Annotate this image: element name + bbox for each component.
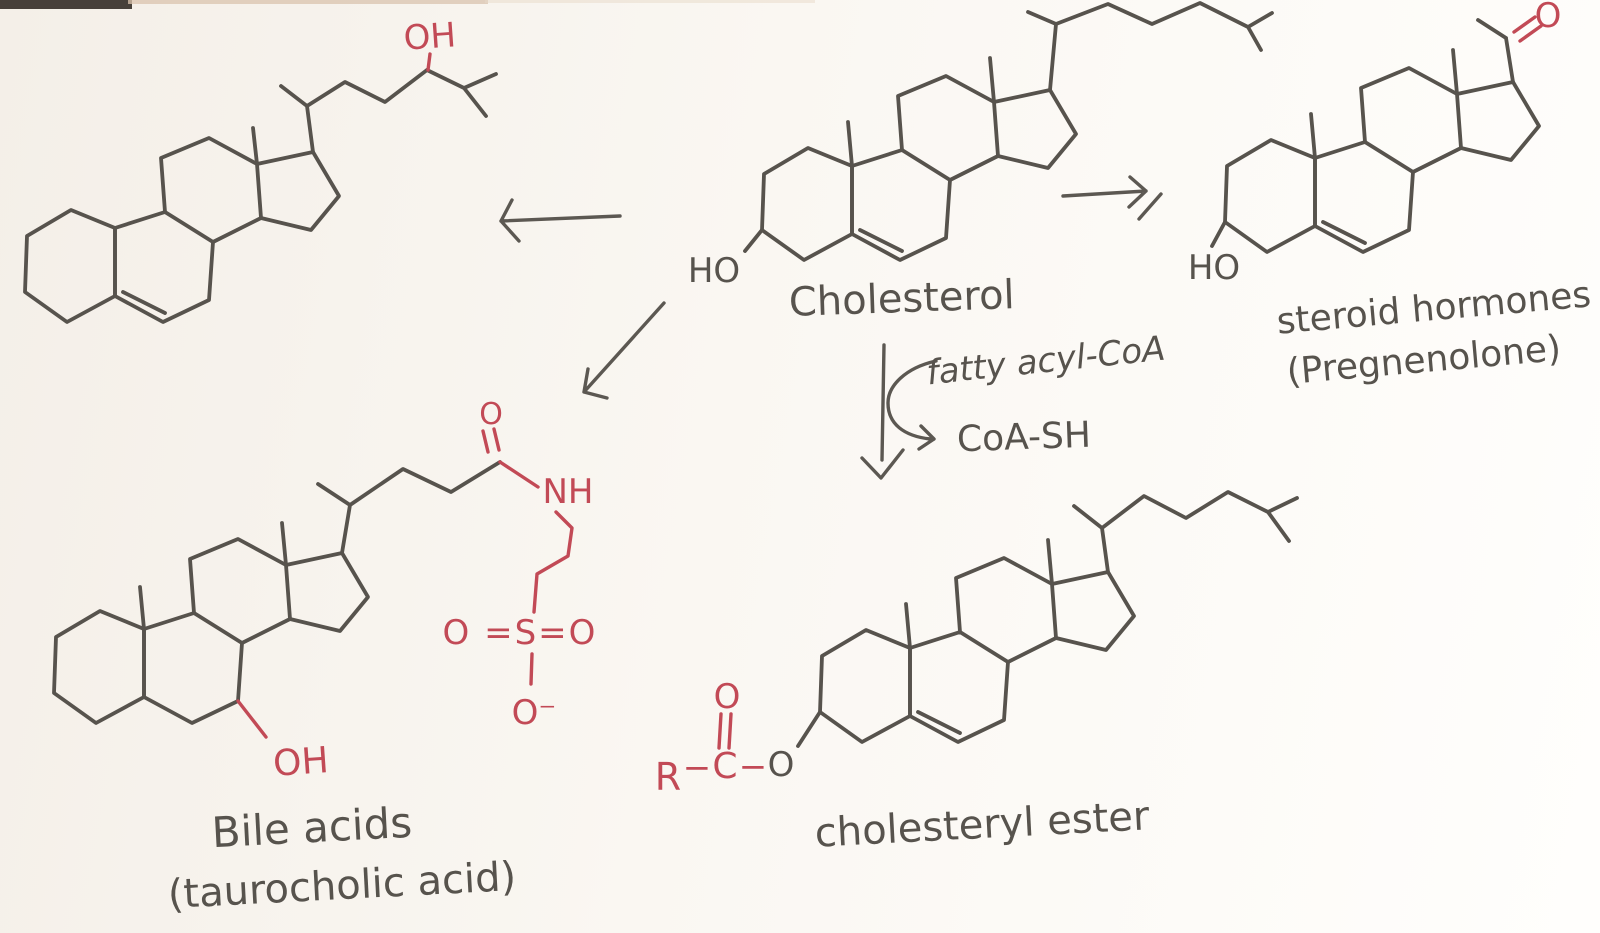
arrow-to-sterol-intermediate (499, 198, 622, 243)
nh-amide-label: NH (543, 472, 594, 512)
double-bond (916, 710, 962, 735)
structure-sterol-intermediate: OH (23, 15, 498, 324)
arrow-down (860, 343, 905, 480)
methyl-groups (138, 521, 288, 631)
arrow-to-cholesteryl-ester: fatty acyl-CoA CoA-SH (860, 329, 1167, 480)
coa-sh-label: CoA-SH (956, 415, 1091, 461)
ester-bond-dash-2: − (739, 747, 768, 787)
steroid-rings (760, 74, 1078, 262)
ester-bond-dash-1: − (683, 748, 712, 788)
steroid-rings (52, 537, 370, 725)
oh-bile-label: OH (272, 740, 330, 785)
structure-pregnenolone: O HO steroid hormones (Pregnenolone) (1188, 0, 1593, 393)
taurocholic-acid-label: (taurocholic acid) (167, 854, 517, 918)
arrow-right (1061, 175, 1163, 221)
acetyl-group (1476, 18, 1515, 84)
binding-strip-faint (485, 0, 815, 3)
binding-strip-tan (128, 0, 488, 4)
steroid-rings (23, 136, 341, 324)
steroid-rings (1223, 66, 1541, 254)
cholesteryl-ester-label: cholesteryl ester (814, 793, 1151, 856)
methyl-groups (1309, 48, 1459, 160)
ester-c-label: C (712, 746, 737, 787)
structure-cholesterol: HO Cholesterol (688, 1, 1274, 326)
o-amide-label: O (479, 397, 503, 432)
double-bond (121, 290, 167, 315)
arrow-to-steroid-hormones (1061, 175, 1163, 221)
o-keto-label: O (1535, 0, 1562, 36)
sulfonate-bond (529, 652, 534, 686)
binding-strip-dark (0, 0, 132, 9)
ester-r-label: R (655, 755, 681, 799)
oh-side-chain-label: OH (402, 15, 457, 59)
arrow-to-bile-acids (582, 301, 666, 400)
ester-o-link-label: O (768, 745, 795, 785)
sulfonyl-label: O =S=O (443, 613, 598, 653)
ester-o-bond (796, 710, 822, 748)
fatty-acyl-coa-label: fatty acyl-CoA (925, 329, 1167, 394)
side-chain (1072, 490, 1299, 574)
keto-double-bond (1512, 15, 1543, 43)
amide-carbonyl-double-bond (481, 427, 501, 454)
methyl-groups (846, 56, 996, 168)
double-bond (1321, 220, 1367, 245)
side-chain (316, 460, 502, 555)
hydroxyl-bond (426, 52, 432, 72)
ester-o-carbonyl-label: O (714, 677, 741, 717)
arrow-left (499, 198, 622, 243)
double-bond (858, 228, 904, 253)
o-sulfonate-label: O⁻ (512, 693, 557, 733)
arrow-diagonal (582, 301, 666, 400)
side-chain (1026, 1, 1274, 92)
structure-bile-acid: O NH O =S=O O⁻ OH Bile acids (taurocholi… (52, 397, 598, 918)
amide-bond (498, 460, 540, 489)
cofactor-curve-arrow (886, 359, 938, 451)
structure-cholesteryl-ester: O R − C − O cholesteryl ester (655, 490, 1299, 857)
methyl-groups (904, 538, 1054, 650)
side-chain (279, 68, 498, 154)
ho-bond (743, 228, 764, 253)
methyl-group (251, 126, 259, 166)
ho-cholesterol-label: HO (688, 251, 740, 291)
ho-pregnenolone-label: HO (1188, 248, 1240, 288)
steroid-rings (818, 556, 1136, 744)
cholesterol-label: Cholesterol (788, 272, 1015, 326)
bile-acids-label: Bile acids (211, 798, 414, 857)
hydroxyl-bond (236, 699, 268, 739)
notebook-binding-edge (0, 0, 815, 9)
ethyl-linker (532, 510, 574, 614)
ho-bond (1210, 220, 1227, 248)
ester-carbonyl-double-bond (717, 712, 733, 750)
